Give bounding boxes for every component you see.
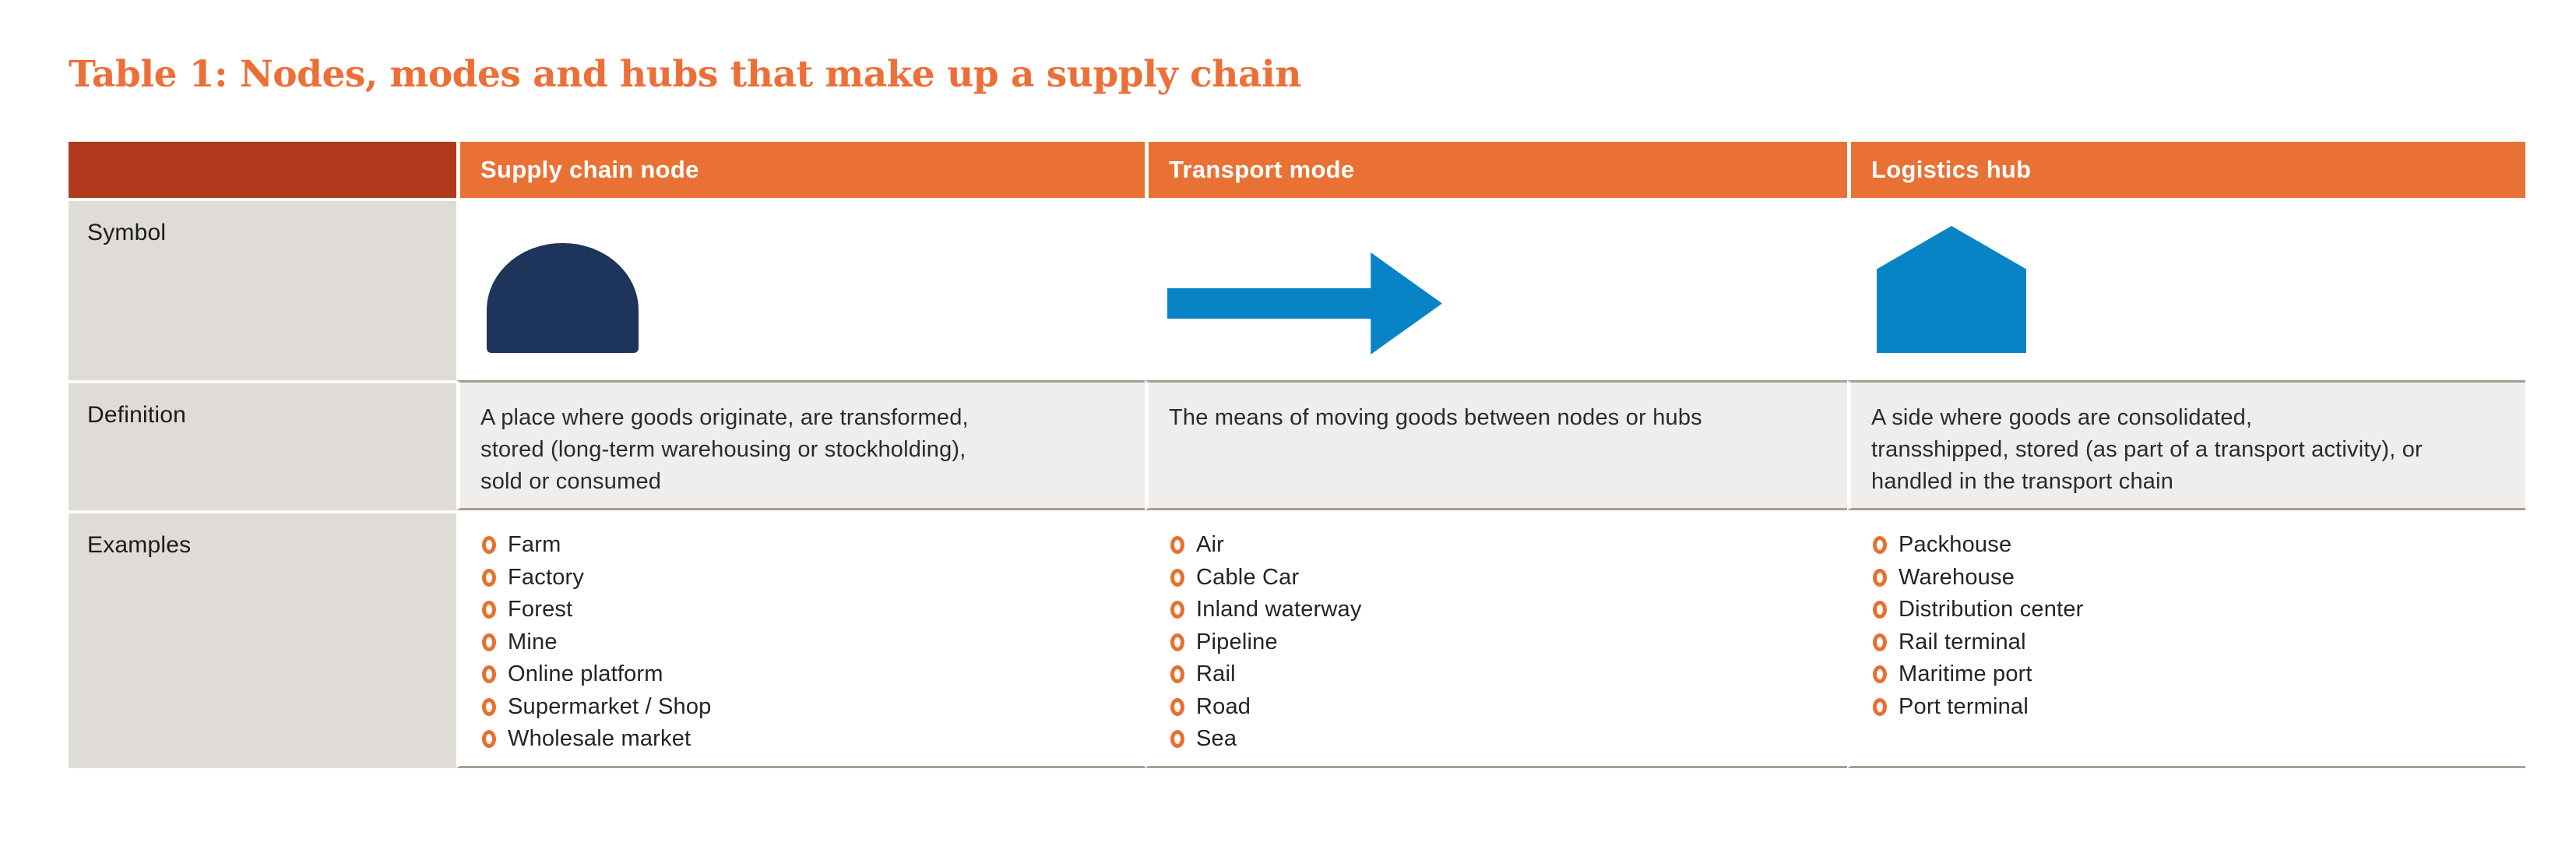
ring-bullet-icon (1170, 536, 1184, 555)
row-label: Examples (87, 532, 192, 558)
ring-bullet-icon (1170, 665, 1184, 684)
example-item: Pipeline (1170, 626, 1847, 659)
example-label: Mine (508, 629, 558, 654)
table-title: Table 1: Nodes, modes and hubs that make… (69, 53, 1301, 96)
example-label: Road (1196, 693, 1251, 719)
ring-bullet-icon (482, 601, 496, 619)
header-logistics-hub: Logistics hub (1847, 142, 2525, 198)
example-item: Farm (482, 529, 1145, 562)
example-item: Warehouse (1873, 562, 2525, 594)
ring-bullet-icon (1873, 568, 1887, 587)
example-item: Online platform (482, 658, 1145, 691)
example-label: Rail (1196, 661, 1236, 687)
example-label: Supermarket / Shop (508, 693, 712, 719)
header-label: Transport mode (1169, 156, 1355, 183)
ring-bullet-icon (482, 665, 496, 684)
ring-bullet-icon (482, 536, 496, 555)
example-label: Air (1196, 532, 1225, 558)
ring-bullet-icon (482, 697, 496, 716)
ring-bullet-icon (1170, 568, 1184, 587)
example-label: Distribution center (1899, 597, 2084, 623)
example-item: Cable Car (1170, 562, 1847, 594)
row-label-definition-cell: Definition (69, 380, 456, 510)
example-item: Mine (482, 626, 1145, 659)
example-item: Inland waterway (1170, 594, 1847, 626)
example-item: Forest (482, 594, 1145, 626)
example-label: Sea (1196, 726, 1237, 752)
definition-cell-supply-chain-node: A place where goods originate, are trans… (456, 380, 1145, 510)
example-item: Factory (482, 562, 1145, 594)
example-item: Road (1170, 691, 1847, 724)
example-item: Maritime port (1873, 658, 2525, 691)
row-label-examples-cell: Examples (69, 510, 456, 768)
supply-chain-table: Supply chain node Transport mode Logisti… (69, 142, 2525, 768)
definition-text: A side where goods are consolidated, tra… (1871, 405, 2423, 494)
ring-bullet-icon (1170, 633, 1184, 651)
node-arch-icon (487, 243, 639, 353)
example-label: Maritime port (1899, 661, 2032, 687)
example-label: Rail terminal (1899, 629, 2026, 654)
example-item: Port terminal (1873, 691, 2525, 724)
example-item: Wholesale market (482, 723, 1145, 756)
ring-bullet-icon (1170, 697, 1184, 716)
example-item: Air (1170, 529, 1847, 562)
example-label: Forest (508, 597, 573, 623)
example-item: Sea (1170, 723, 1847, 756)
definition-cell-logistics-hub: A side where goods are consolidated, tra… (1847, 380, 2525, 510)
definition-text: A place where goods originate, are trans… (480, 405, 969, 494)
ring-bullet-icon (1873, 633, 1887, 651)
example-item: Distribution center (1873, 594, 2525, 626)
ring-bullet-icon (1873, 601, 1887, 619)
example-item: Rail (1170, 658, 1847, 691)
example-label: Factory (508, 564, 585, 590)
ring-bullet-icon (1873, 697, 1887, 716)
row-label-symbol-cell: Symbol (69, 198, 456, 380)
header-label: Supply chain node (480, 156, 699, 183)
ring-bullet-icon (1170, 601, 1184, 619)
definition-cell-transport-mode: The means of moving goods between nodes … (1145, 380, 1847, 510)
header-blank-cell (69, 142, 456, 198)
example-label: Port terminal (1899, 693, 2029, 719)
example-item: Rail terminal (1873, 626, 2525, 659)
example-label: Farm (508, 532, 561, 558)
example-item: Supermarket / Shop (482, 691, 1145, 724)
header-label: Logistics hub (1871, 156, 2032, 183)
example-label: Inland waterway (1196, 597, 1362, 623)
ring-bullet-icon (482, 633, 496, 651)
example-label: Packhouse (1899, 532, 2012, 558)
example-item: Packhouse (1873, 529, 2525, 562)
row-label: Definition (87, 402, 187, 428)
example-label: Cable Car (1196, 564, 1300, 590)
ring-bullet-icon (1170, 730, 1184, 749)
example-label: Pipeline (1196, 629, 1278, 654)
example-label: Warehouse (1899, 564, 2015, 590)
ring-bullet-icon (1873, 665, 1887, 684)
definition-text: The means of moving goods between nodes … (1169, 405, 1702, 430)
ring-bullet-icon (1873, 536, 1887, 555)
example-label: Wholesale market (508, 726, 692, 752)
ring-bullet-icon (482, 568, 496, 587)
header-transport-mode: Transport mode (1145, 142, 1847, 198)
header-supply-chain-node: Supply chain node (456, 142, 1145, 198)
ring-bullet-icon (482, 730, 496, 749)
example-label: Online platform (508, 661, 663, 687)
row-label: Symbol (87, 220, 167, 245)
